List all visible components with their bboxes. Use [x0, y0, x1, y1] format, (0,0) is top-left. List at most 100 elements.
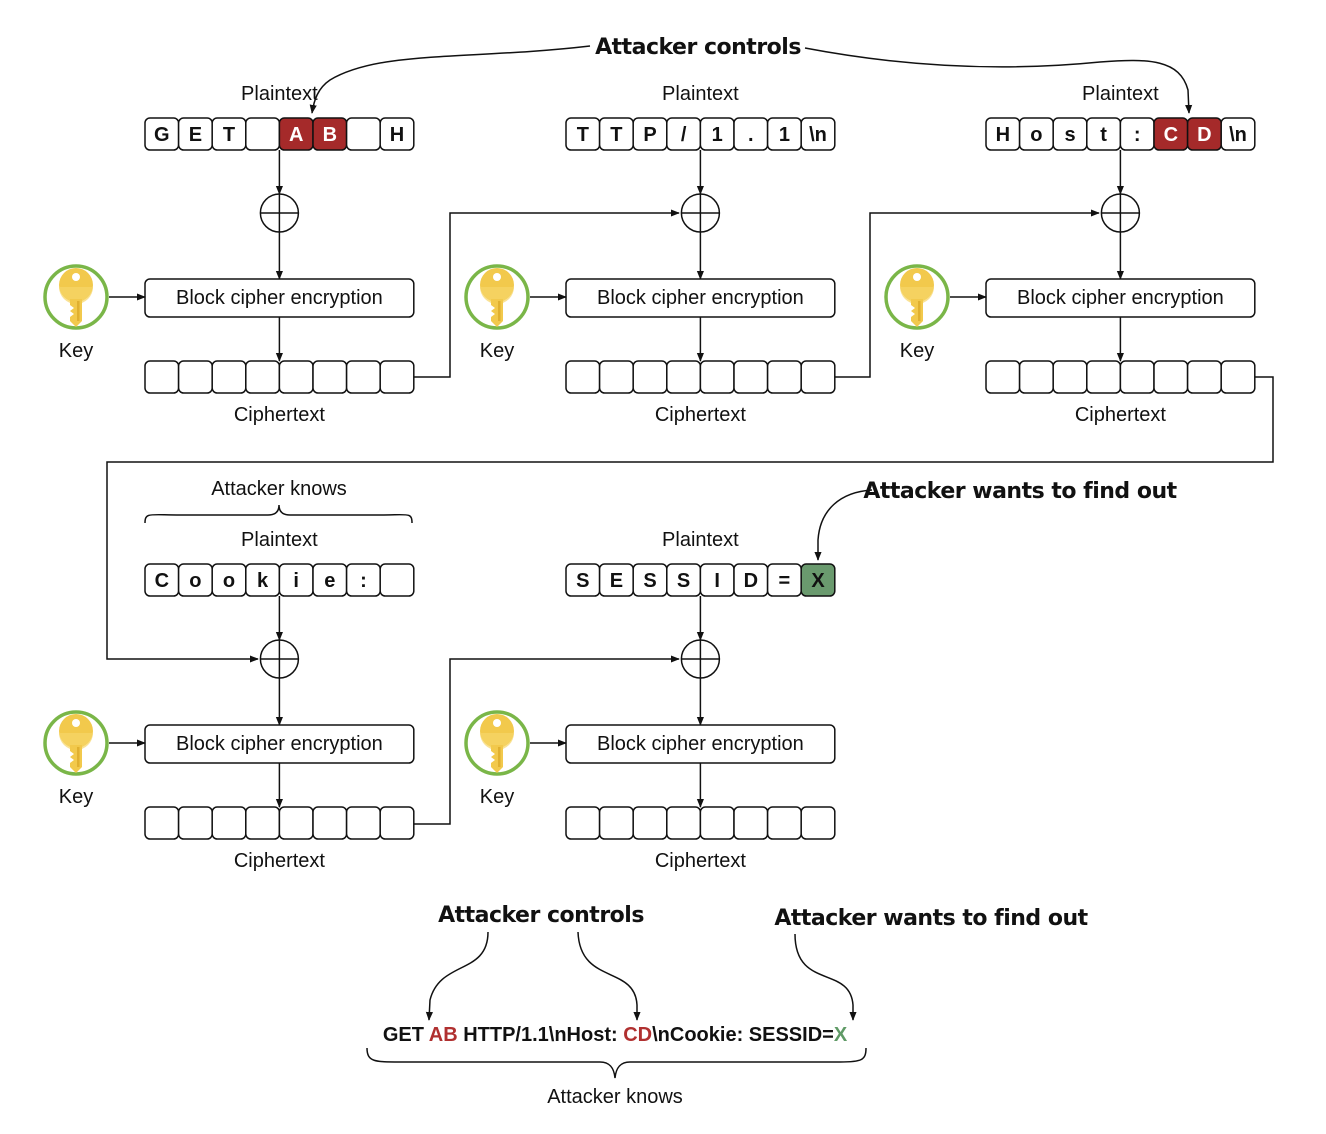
plaintext-char: S [677, 570, 690, 592]
callout-attacker-wants-mid: Attacker wants to find out [863, 479, 1177, 504]
plaintext-char: E [189, 124, 202, 146]
request-segment-normal: HTTP/1.1\nHost: [458, 1024, 624, 1046]
ciphertext-cell [177, 806, 213, 840]
plaintext-char: P [643, 124, 656, 146]
ciphertext-cell [666, 806, 702, 840]
plaintext-char: S [576, 570, 589, 592]
block-cipher-label: Block cipher encryption [597, 287, 804, 309]
plaintext-char: D [744, 570, 758, 592]
plaintext-char: . [748, 124, 754, 146]
callout-attacker-controls-top: Attacker controls [595, 35, 801, 60]
ciphertext-cell [345, 360, 381, 394]
ciphertext-cell [1086, 360, 1122, 394]
plaintext-cell [345, 117, 381, 151]
plaintext-char: o [223, 570, 235, 592]
chain-3-to-4 [106, 376, 1274, 663]
key-icon [43, 710, 109, 776]
block-cipher-label: Block cipher encryption [176, 733, 383, 755]
ciphertext-cell [177, 360, 213, 394]
plaintext-cell [379, 117, 415, 151]
arrow-controls-to-req-ab [425, 931, 489, 1021]
ciphertext-cell [345, 806, 381, 840]
plaintext-char: : [360, 570, 367, 592]
ciphertext-cell [985, 360, 1021, 394]
ciphertext-label: Ciphertext [655, 404, 747, 426]
block-cipher-label: Block cipher encryption [597, 733, 804, 755]
request-segment-normal: \nCookie: SESSID= [652, 1024, 834, 1046]
plaintext-char: B [323, 124, 337, 146]
plaintext-char: 1 [779, 124, 790, 146]
block-cipher-label: Block cipher encryption [1017, 287, 1224, 309]
ciphertext-cell [733, 360, 769, 394]
plaintext-char: T [577, 124, 589, 146]
ciphertext-cell [144, 360, 180, 394]
ciphertext-cell [379, 806, 415, 840]
brace-request [366, 1047, 867, 1079]
request-string: GET AB HTTP/1.1\nHost: CD\nCookie: SESSI… [383, 1024, 848, 1046]
ciphertext-label: Ciphertext [1075, 404, 1167, 426]
ciphertext-cell [1220, 360, 1256, 394]
ciphertext-cell [1018, 360, 1054, 394]
plaintext-char: 1 [712, 124, 723, 146]
ciphertext-cell [312, 360, 348, 394]
request-segment-controlled: CD [623, 1024, 652, 1046]
plaintext-label: Plaintext [1082, 83, 1159, 105]
arrow-controls-to-cd [804, 47, 1193, 114]
plaintext-label: Plaintext [241, 529, 318, 551]
plaintext-cell [1220, 117, 1256, 151]
callout-attacker-controls-bottom: Attacker controls [438, 903, 644, 928]
plaintext-char: S [643, 570, 656, 592]
ciphertext-cell [565, 806, 601, 840]
ciphertext-cell [379, 360, 415, 394]
plaintext-char: H [390, 124, 404, 146]
plaintext-label: Plaintext [662, 529, 739, 551]
ciphertext-cell [800, 360, 836, 394]
plaintext-char: D [1197, 124, 1211, 146]
request-segment-controlled: AB [429, 1024, 458, 1046]
plaintext-char: i [293, 570, 299, 592]
plaintext-char: C [1164, 124, 1178, 146]
plaintext-char: e [324, 570, 335, 592]
plaintext-char: E [610, 570, 623, 592]
arrow-controls-to-req-cd [577, 931, 641, 1021]
ciphertext-label: Ciphertext [234, 850, 326, 872]
key-label: Key [480, 340, 514, 362]
ciphertext-label: Ciphertext [234, 404, 326, 426]
ciphertext-cell [632, 806, 668, 840]
key-label: Key [59, 786, 93, 808]
attacker-knows-label-block4: Attacker knows [211, 478, 347, 500]
arrow-controls-to-ab [309, 45, 591, 114]
ciphertext-cell [800, 806, 836, 840]
ciphertext-cell [666, 360, 702, 394]
key-icon [884, 264, 950, 330]
plaintext-char: T [610, 124, 622, 146]
callout-attacker-wants-bottom: Attacker wants to find out [774, 906, 1088, 931]
key-icon [464, 264, 530, 330]
plaintext-char: \n [1229, 124, 1247, 146]
brace-block4 [144, 504, 413, 524]
arrow-wants-to-req-x [794, 933, 857, 1021]
plaintext-cell [379, 563, 415, 597]
ciphertext-cell [1119, 360, 1155, 394]
key-icon [43, 264, 109, 330]
plaintext-char: I [714, 570, 720, 592]
plaintext-char: A [289, 124, 303, 146]
ciphertext-cell [1052, 360, 1088, 394]
ciphertext-cell [1186, 360, 1222, 394]
plaintext-char: : [1134, 124, 1141, 146]
plaintext-label: Plaintext [662, 83, 739, 105]
ciphertext-cell [144, 806, 180, 840]
ciphertext-cell [598, 360, 634, 394]
request-segment-unknown: X [834, 1024, 848, 1046]
plaintext-char: = [779, 570, 791, 592]
plaintext-cell [800, 563, 836, 597]
plaintext-char: X [811, 570, 825, 592]
ciphertext-cell [565, 360, 601, 394]
ciphertext-cell [245, 360, 281, 394]
ciphertext-cell [733, 806, 769, 840]
plaintext-char: H [996, 124, 1010, 146]
key-label: Key [480, 786, 514, 808]
